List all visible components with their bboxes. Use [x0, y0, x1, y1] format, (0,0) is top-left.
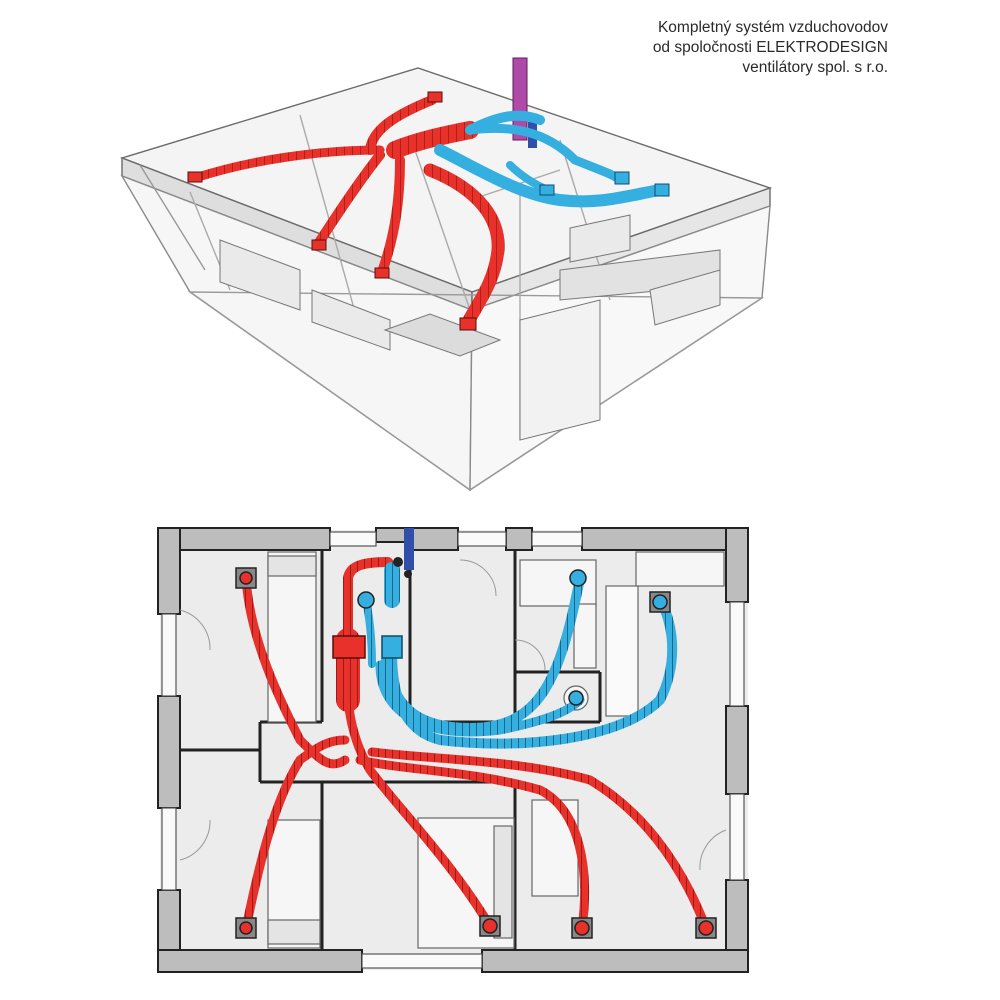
plan-windows — [161, 531, 745, 969]
caption-line-3: ventilátory spol. s r.o. — [742, 59, 888, 76]
extract-valves-3d — [539, 171, 670, 197]
caption: Kompletný systém vzduchovodov od spoločn… — [653, 18, 888, 78]
supply-diffusers-3d — [187, 91, 477, 331]
door-swings — [179, 559, 727, 871]
roof-pipes — [393, 528, 414, 578]
extract-ducts-plan — [362, 562, 678, 749]
caption-line-1: Kompletný systém vzduchovodov — [657, 19, 888, 36]
isometric-view — [119, 57, 773, 492]
extract-ducts-3d — [434, 110, 666, 208]
plan-furniture — [267, 551, 725, 949]
supply-ducts-3d — [190, 95, 505, 329]
extract-terminals-plan — [357, 569, 671, 706]
furniture — [219, 214, 721, 441]
caption-line-2: od spoločnosti ELEKTRODESIGN — [652, 39, 888, 56]
supply-terminals-plan — [235, 567, 717, 939]
ventilation-unit — [332, 635, 403, 659]
